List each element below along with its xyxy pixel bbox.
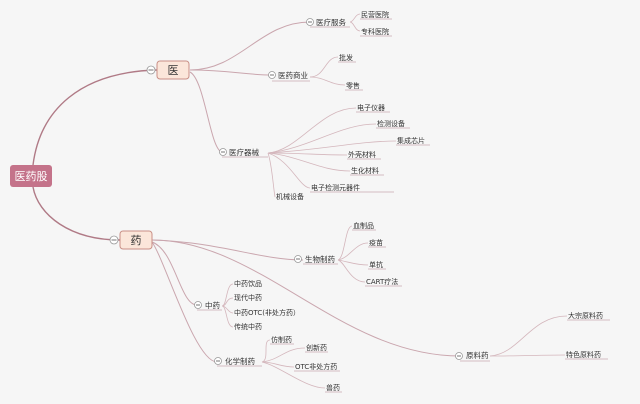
leaf-device-1[interactable]: 电子仪器 — [357, 103, 385, 112]
collapse-toggle-medical-device[interactable] — [219, 148, 227, 156]
connector-api-item-2 — [489, 354, 566, 357]
main-node-drug[interactable]: 药 — [119, 230, 153, 250]
leaf-api-1[interactable]: 大宗原料药 — [568, 311, 603, 320]
connector-drug-api — [151, 239, 461, 357]
connector-device-item-2 — [267, 123, 377, 154]
node-tcm[interactable]: 中药 — [205, 300, 220, 310]
leaf-device-6[interactable]: 电子检测元器件 — [311, 183, 360, 192]
leaf-bio-3[interactable]: 单抗 — [369, 260, 383, 269]
main-node-medicine[interactable]: 医 — [156, 60, 190, 80]
leaf-commerce-1[interactable]: 批发 — [339, 53, 353, 62]
connector-drug-chem — [151, 241, 218, 363]
root-node[interactable]: 医药股 — [10, 165, 52, 187]
connector-lines — [32, 13, 568, 389]
leaf-api-2[interactable]: 特色原料药 — [566, 350, 601, 359]
leaf-chem-3[interactable]: OTC非处方药 — [295, 362, 337, 371]
node-api[interactable]: 原料药 — [466, 350, 489, 360]
node-biopharma-label: 生物制药 — [305, 254, 335, 264]
connector-medicine-device — [189, 71, 223, 153]
connector-bio-item-3 — [337, 259, 369, 266]
connector-device-item-5 — [267, 152, 351, 172]
collapse-toggle-api[interactable] — [455, 352, 463, 360]
connector-bio-item-4 — [337, 259, 366, 283]
leaf-tcm-4[interactable]: 传统中药 — [234, 322, 262, 331]
leaf-chem-2[interactable]: 创新药 — [306, 343, 327, 352]
connector-device-item-1 — [267, 107, 357, 154]
connector-chem-item-4 — [261, 361, 326, 389]
collapse-toggle-drug[interactable] — [109, 235, 119, 245]
node-chemical-pharma[interactable]: 化学制药 — [225, 356, 255, 366]
leaf-bio-2[interactable]: 疫苗 — [369, 238, 383, 247]
connector-chem-item-1 — [261, 339, 271, 363]
node-tcm-label: 中药 — [205, 300, 220, 310]
node-medical-device-label: 医疗器械 — [229, 147, 259, 157]
connector-device-item-3 — [267, 140, 397, 154]
leaf-device-7[interactable]: 机械设备 — [276, 192, 304, 201]
main-node-medicine-label: 医 — [168, 64, 179, 77]
connector-drug-bio — [151, 239, 304, 261]
connector-commerce-item-2 — [309, 76, 346, 86]
connector-medicine-commerce — [189, 69, 273, 76]
connector-root-medicine — [32, 69, 158, 166]
connector-api-item-1 — [489, 315, 568, 357]
node-biopharma[interactable]: 生物制药 — [305, 254, 335, 264]
connector-medicine-service — [189, 21, 311, 71]
node-api-label: 原料药 — [466, 350, 489, 360]
connector-bio-item-2 — [337, 242, 369, 261]
collapse-toggle-medical-service[interactable] — [306, 18, 314, 26]
leaf-bio-4[interactable]: CART疗法 — [366, 277, 398, 286]
leaf-service-2[interactable]: 专科医院 — [361, 27, 389, 36]
connector-chem-item-2 — [261, 347, 306, 363]
collapse-toggle-biopharma[interactable] — [294, 255, 302, 263]
node-medical-service[interactable]: 医疗服务 — [316, 17, 346, 27]
connector-tcm-item-4 — [221, 305, 234, 328]
main-node-drug-label: 药 — [131, 234, 142, 247]
connector-drug-tcm — [151, 241, 198, 306]
connector-root-drug — [32, 186, 121, 241]
leaf-tcm-2[interactable]: 现代中药 — [234, 293, 262, 302]
leaf-chem-4[interactable]: 兽药 — [326, 383, 340, 392]
connector-device-item-6 — [267, 152, 311, 189]
collapse-toggle-pharma-commerce[interactable] — [268, 71, 276, 79]
leaf-device-4[interactable]: 外壳材料 — [348, 150, 376, 159]
connector-bio-item-1 — [337, 225, 353, 261]
node-medical-service-label: 医疗服务 — [316, 17, 346, 27]
connector-tcm-item-1 — [221, 283, 234, 307]
leaf-service-1[interactable]: 民营医院 — [361, 10, 389, 19]
connector-service-item-2 — [349, 21, 361, 32]
connector-chem-item-3 — [261, 361, 295, 368]
node-pharma-commerce-label: 医药商业 — [278, 70, 308, 80]
leaf-bio-1[interactable]: 血制品 — [353, 221, 374, 230]
leaf-device-5[interactable]: 生化材料 — [351, 166, 379, 175]
root-node-label: 医药股 — [15, 170, 48, 183]
leaf-chem-1[interactable]: 仿制药 — [271, 335, 292, 344]
collapse-toggle-chemical-pharma[interactable] — [214, 357, 222, 365]
connector-device-item-7 — [267, 152, 276, 198]
connector-service-item-1 — [349, 13, 361, 23]
collapse-toggle-medicine[interactable] — [146, 65, 156, 75]
leaf-tcm-1[interactable]: 中药饮品 — [234, 279, 262, 288]
leaf-device-2[interactable]: 检测设备 — [377, 119, 405, 128]
leaf-tcm-3[interactable]: 中药OTC(非处方药） — [234, 308, 300, 317]
node-pharma-commerce[interactable]: 医药商业 — [278, 70, 308, 80]
leaf-commerce-2[interactable]: 零售 — [346, 81, 360, 90]
connector-device-item-4 — [267, 152, 348, 156]
connector-commerce-item-1 — [309, 56, 339, 78]
collapse-toggle-tcm[interactable] — [194, 301, 202, 309]
leaf-device-3[interactable]: 集成芯片 — [397, 136, 425, 145]
node-medical-device[interactable]: 医疗器械 — [229, 147, 259, 157]
label-underlines — [197, 18, 610, 393]
node-chemical-pharma-label: 化学制药 — [225, 356, 255, 366]
